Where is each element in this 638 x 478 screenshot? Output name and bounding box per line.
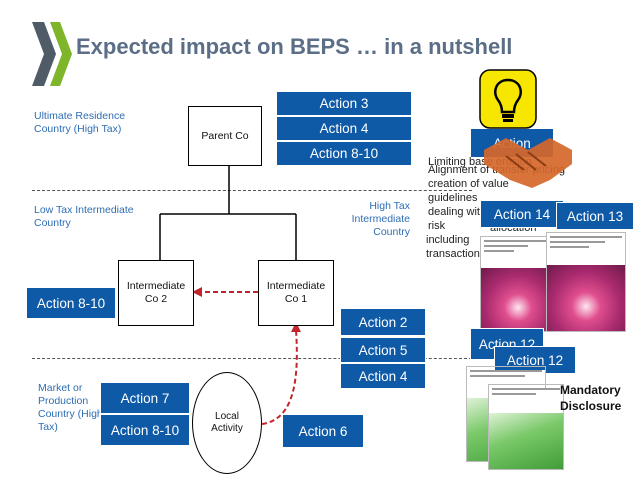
action-6-box: Action 6 xyxy=(282,414,364,448)
parent-co-label: Parent Co xyxy=(201,129,249,142)
action-2-box: Action 2 xyxy=(340,308,426,336)
action-5-box: Action 5 xyxy=(340,337,426,363)
action-4-top-box: Action 4 xyxy=(276,116,412,141)
region-divider-upper xyxy=(32,190,472,191)
report-cover-transfer-pricing xyxy=(546,232,626,332)
region-label-low-tax: Low Tax Intermediate Country xyxy=(34,204,134,229)
intermediate-co-2-box: Intermediate Co 2 xyxy=(118,260,194,326)
overlap-text-line-4: guidelines xyxy=(428,192,478,204)
region-divider-lower xyxy=(32,358,472,359)
overlap-text-line-5: dealing with xyxy=(428,206,487,218)
page-title: Expected impact on BEPS … in a nutshell xyxy=(76,34,513,59)
action-3-box: Action 3 xyxy=(276,91,412,116)
intermediate-co-1-label: Intermediate Co 1 xyxy=(266,280,326,305)
action-8-10-bottom-box: Action 8-10 xyxy=(100,414,190,446)
report-cover-dispute xyxy=(480,236,556,332)
action-14-box: Action 14 xyxy=(480,200,564,228)
region-label-ultimate: Ultimate Residence Country (High Tax) xyxy=(34,110,126,135)
action-8-10-top-box: Action 8-10 xyxy=(276,141,412,166)
action-7-box: Action 7 xyxy=(100,382,190,414)
local-activity-label: Local Activity xyxy=(211,411,243,434)
action-8-10-left-box: Action 8-10 xyxy=(26,287,116,319)
action-13-box: Action 13 xyxy=(556,202,634,230)
intermediate-co-1-box: Intermediate Co 1 xyxy=(258,260,334,326)
overlap-text-line-7: including xyxy=(426,234,470,246)
mandatory-disclosure-label: Mandatory Disclosure xyxy=(560,382,621,414)
overlap-text-line-6: risk xyxy=(428,220,446,232)
handshake-icon xyxy=(484,138,572,188)
overlap-text-line-3: creation of value xyxy=(428,178,509,190)
intermediate-co-2-label: Intermediate Co 2 xyxy=(126,280,186,305)
region-label-market: Market or Production Country (High Tax) xyxy=(38,382,103,433)
mandatory-word: Mandatory xyxy=(560,383,621,397)
parent-co-box: Parent Co xyxy=(188,106,262,166)
action-4-mid-box: Action 4 xyxy=(340,363,426,389)
local-activity-ellipse: Local Activity xyxy=(192,372,262,474)
lightbulb-icon xyxy=(479,69,537,129)
disclosure-word: Disclosure xyxy=(560,399,622,413)
report-cover-mandatory-front xyxy=(488,384,564,470)
region-label-high-tax: High Tax Intermediate Country xyxy=(351,200,410,238)
overlap-text-line-8: transactions xyxy=(426,248,486,260)
oecd-chevron-logo xyxy=(32,22,72,86)
